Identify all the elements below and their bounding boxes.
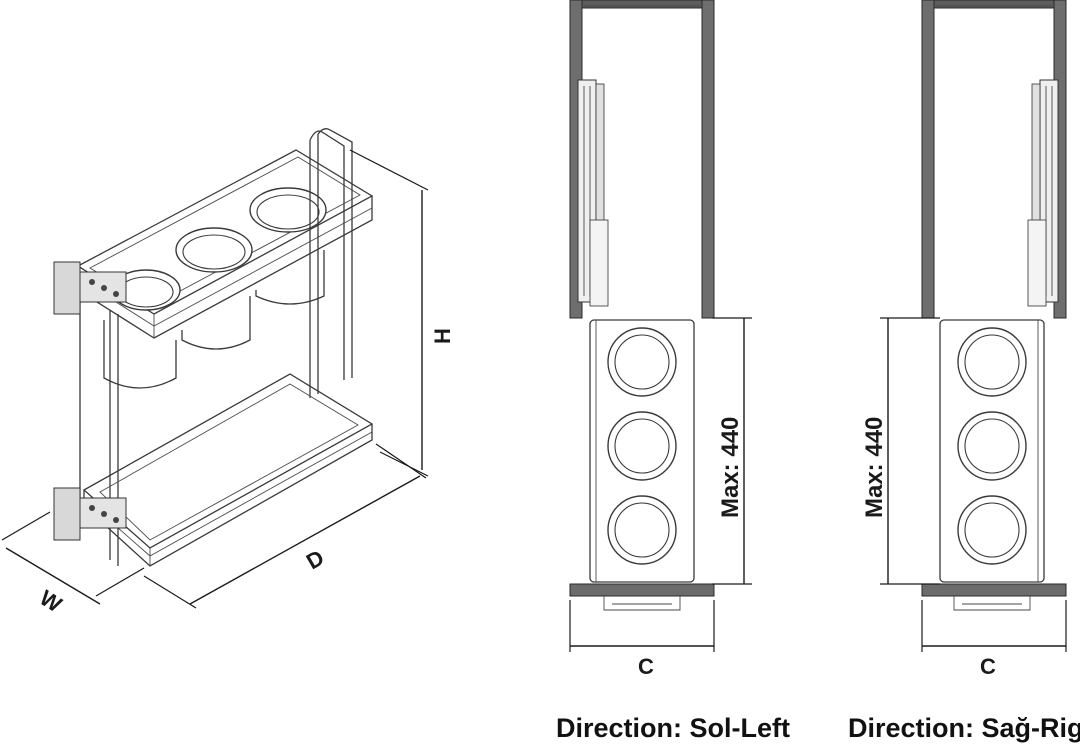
height-label: H bbox=[430, 328, 455, 344]
upper-cups bbox=[103, 187, 327, 389]
depth-label: D bbox=[302, 545, 328, 575]
clearance-label-right: C bbox=[980, 654, 996, 679]
left-slide-rail bbox=[577, 79, 609, 307]
isometric-basket-view: W D H bbox=[1, 128, 455, 617]
dimension-lines-iso bbox=[1, 149, 429, 609]
mounting-brackets bbox=[53, 261, 127, 541]
right-elevation-view: Max: 440 C bbox=[861, 0, 1067, 679]
caption-right-direction: Direction: Sağ-Right bbox=[848, 713, 1080, 743]
right-slide-rail bbox=[1027, 79, 1059, 307]
lower-tray bbox=[82, 373, 374, 567]
left-base-plinth bbox=[569, 583, 715, 597]
max-height-label-left: Max: 440 bbox=[717, 417, 744, 518]
right-base-plinth bbox=[921, 583, 1067, 597]
clearance-label-left: C bbox=[638, 654, 654, 679]
max-height-label-right: Max: 440 bbox=[861, 417, 888, 518]
left-elevation-view: Max: 440 C bbox=[569, 0, 752, 679]
caption-left-direction: Direction: Sol-Left bbox=[556, 713, 790, 743]
uprights bbox=[79, 128, 353, 566]
width-label: W bbox=[35, 585, 66, 617]
